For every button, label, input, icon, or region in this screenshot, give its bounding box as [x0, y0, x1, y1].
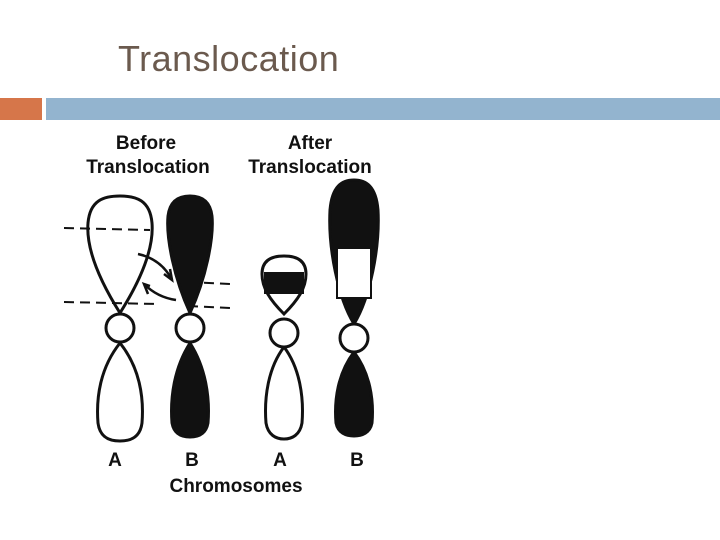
- chromosome-label-b-after: B: [350, 450, 364, 471]
- chromosome-label-a-after: A: [273, 450, 287, 471]
- heading-before-line2: Translocation: [86, 157, 210, 178]
- heading-after-line2: Translocation: [248, 157, 372, 178]
- translocation-figure: Before Translocation After Translocation: [58, 128, 398, 500]
- chromosome-label-b-before: B: [185, 450, 199, 471]
- heading-after-line1: After: [288, 133, 333, 154]
- translocation-diagram: Before Translocation After Translocation: [63, 133, 380, 497]
- exchange-arrows: [137, 252, 177, 302]
- chromosome-b-after: [328, 178, 380, 438]
- diagram-caption: Chromosomes: [169, 476, 302, 497]
- chromosome-a-after: [260, 254, 308, 441]
- chromosome-b-before: [166, 194, 214, 439]
- accent-bar-blue: [46, 98, 720, 120]
- heading-before-line1: Before: [116, 133, 176, 154]
- accent-bar-orange: [0, 98, 42, 120]
- slide-title: Translocation: [118, 38, 340, 79]
- chromosome-a-before: [86, 194, 154, 443]
- chromosome-label-a-before: A: [108, 450, 122, 471]
